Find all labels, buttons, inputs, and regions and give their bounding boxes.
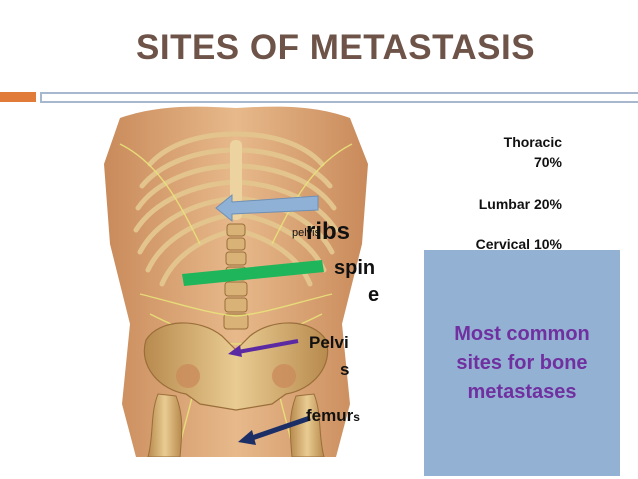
callout-box: Most common sites for bone metastases bbox=[424, 250, 620, 476]
lumbar-label: Lumbar 20% bbox=[440, 194, 562, 215]
femur-label: femurs bbox=[306, 406, 360, 426]
header-rule-bottom bbox=[40, 101, 638, 103]
sternum bbox=[230, 140, 242, 220]
spine-label-line1: spin bbox=[334, 256, 375, 280]
callout-line-2: sites for bone bbox=[424, 349, 620, 378]
header-rule-left bbox=[40, 92, 42, 103]
callout-text: Most common sites for bone metastases bbox=[424, 320, 620, 407]
femur-label-main: femur bbox=[306, 406, 353, 425]
accent-rule-orange bbox=[0, 92, 36, 102]
anatomy-illustration bbox=[50, 104, 424, 457]
callout-line-1: Most common bbox=[424, 320, 620, 349]
pelvis-label-line2: s bbox=[340, 360, 349, 380]
pelvis-right-hole bbox=[272, 364, 296, 388]
header-rule-top bbox=[40, 92, 638, 94]
callout-line-3: metastases bbox=[424, 378, 620, 407]
ribs-label: ribs bbox=[306, 218, 350, 247]
thoracic-label: Thoracic bbox=[470, 132, 562, 153]
thoracic-value: 70% bbox=[470, 152, 562, 173]
pelvis-left-hole bbox=[176, 364, 200, 388]
pelvis-label-line1: Pelvi bbox=[309, 333, 349, 353]
slide-title: SITES OF METASTASIS bbox=[136, 28, 535, 68]
femur-label-suffix: s bbox=[353, 410, 360, 424]
spine-label-line2: e bbox=[368, 283, 379, 307]
